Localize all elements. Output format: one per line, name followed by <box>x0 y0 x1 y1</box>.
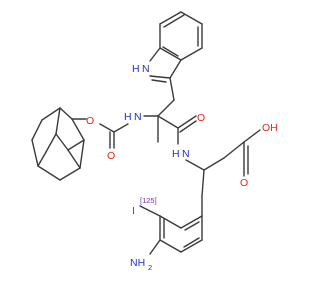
molecule-structure: N H O N H N H O O <box>31 11 278 272</box>
indole-ring <box>149 11 203 83</box>
acid-carbonyl-o: O <box>240 177 248 189</box>
amide-n-label: N <box>182 148 190 160</box>
amide-h-label: H <box>172 148 180 160</box>
amine-subscript: 2 <box>148 263 152 272</box>
acid-oh-label: OH <box>262 122 278 134</box>
carbamate-carbonyl-o: O <box>107 150 115 162</box>
amine-label: NH <box>130 257 145 269</box>
iodine-isotope-label: [125] <box>140 196 157 205</box>
iodoaniline-ring <box>159 195 203 253</box>
amide-carbonyl-o: O <box>197 112 205 124</box>
indole-n-label: N <box>142 63 150 75</box>
carbamate-n-label: N <box>134 111 142 123</box>
carbamate-h-label: H <box>124 111 132 123</box>
indole-h-label: H <box>132 63 140 75</box>
adamantane-cage <box>31 107 85 181</box>
ester-o-label: O <box>86 115 94 127</box>
iodine-label: I <box>132 205 135 217</box>
